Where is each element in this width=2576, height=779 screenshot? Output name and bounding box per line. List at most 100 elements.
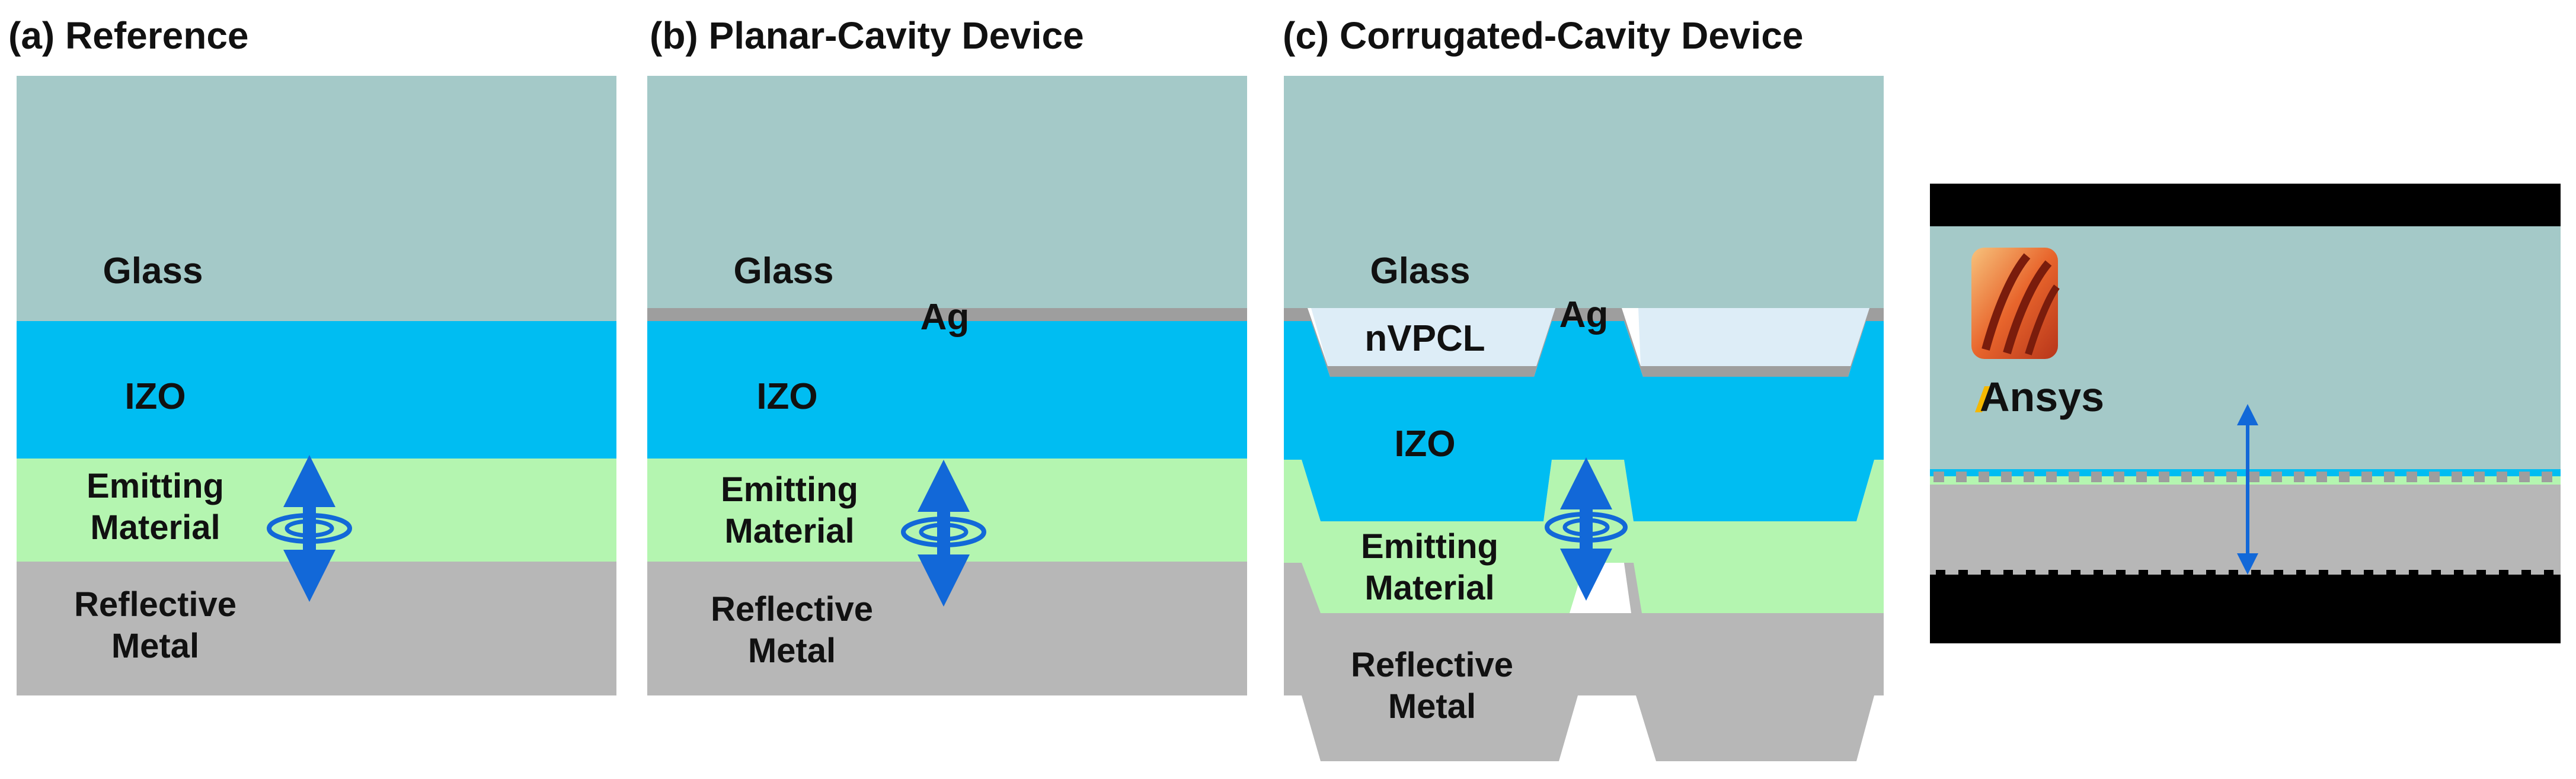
sim-tooth: [2274, 570, 2283, 578]
sim-tooth: [2159, 472, 2169, 482]
emitting-label-1: Emitting: [721, 470, 858, 509]
sim-tooth: [2229, 570, 2238, 578]
panel-b: (b) Planar-Cavity Device Glass Ag IZO Em…: [647, 14, 1247, 695]
sim-tooth: [2294, 472, 2305, 482]
sim-tooth: [2001, 472, 2012, 482]
sim-metal: [1930, 485, 2561, 575]
dipole-icon: [267, 455, 352, 602]
emitting-label-2: Material: [724, 512, 854, 550]
sim-tooth: [2452, 472, 2462, 482]
ag-layer: [647, 308, 1247, 321]
izo-layer: [1284, 321, 1884, 521]
metal-label-1: Reflective: [1351, 646, 1513, 684]
sim-tooth: [2181, 472, 2192, 482]
metal-layer: [1284, 613, 1884, 761]
sim-tooth: [2542, 472, 2552, 482]
glass-layer: [17, 76, 616, 321]
izo-label: IZO: [756, 376, 817, 417]
metal-layer: [647, 562, 1247, 695]
sim-tooth: [2161, 570, 2171, 578]
sim-tooth: [2384, 472, 2395, 482]
sim-tooth: [2361, 472, 2372, 482]
nvpcl-region: [1311, 308, 1555, 366]
sim-tooth: [2069, 472, 2079, 482]
sim-tooth: [2226, 472, 2237, 482]
sim-tooth: [2094, 570, 2103, 578]
glass-layer: [1284, 76, 1884, 308]
metal-label-2: Metal: [748, 631, 836, 670]
emitting-label-2: Material: [90, 508, 220, 547]
sim-corrugation-top: [1933, 472, 2552, 482]
dipole-icon: [901, 460, 986, 607]
sim-tooth: [2139, 570, 2148, 578]
sim-tooth: [2406, 472, 2417, 482]
sim-tooth: [2499, 570, 2508, 578]
izo-layer: [647, 321, 1247, 459]
sim-tooth: [2251, 570, 2261, 578]
sim-tooth: [2091, 472, 2102, 482]
sim-tooth: [2544, 570, 2553, 578]
sim-tooth: [2319, 570, 2328, 578]
metal-label-2: Metal: [111, 627, 199, 665]
sim-tooth: [2071, 570, 2080, 578]
sim-tooth: [2136, 472, 2147, 482]
glass-layer: [647, 76, 1247, 308]
sim-tooth: [1981, 570, 1990, 578]
ag-label: Ag: [921, 297, 970, 338]
sim-tooth: [2339, 472, 2350, 482]
panel-a-title: (a) Reference: [8, 14, 249, 57]
nvpcl-region: [1638, 308, 1869, 366]
sim-tooth: [2048, 570, 2058, 578]
sim-tooth: [2316, 472, 2327, 482]
sim-tooth: [2454, 570, 2463, 578]
panel-c: (c) Corrugated-Cavity Device Glass nVPCL…: [1283, 14, 1884, 761]
sim-tooth: [2046, 472, 2057, 482]
sim-tooth: [2003, 570, 2013, 578]
sim-tooth: [2206, 570, 2216, 578]
sim-tooth: [2409, 570, 2418, 578]
izo-layer: [17, 321, 616, 459]
sim-tooth: [2429, 472, 2440, 482]
sim-tooth: [2249, 472, 2259, 482]
simulation-panel: Ansys: [1930, 184, 2561, 643]
glass-label: Glass: [734, 251, 834, 291]
metal-label-2: Metal: [1388, 687, 1476, 726]
sim-tooth: [2204, 472, 2214, 482]
metal-layer: [17, 562, 616, 695]
izo-label: IZO: [124, 376, 186, 417]
sim-tooth: [2341, 570, 2351, 578]
sim-tooth: [2184, 570, 2193, 578]
sim-tooth: [1958, 570, 1968, 578]
sim-tooth: [2271, 472, 2282, 482]
metal-label-1: Reflective: [74, 585, 236, 624]
sim-tooth: [2519, 472, 2530, 482]
emitting-label-2: Material: [1364, 569, 1494, 607]
sim-tooth: [2116, 570, 2126, 578]
sim-corrugation-bottom: [1936, 570, 2553, 578]
emitting-label-1: Emitting: [87, 467, 224, 505]
sim-tooth: [1933, 472, 1944, 482]
sim-tooth: [2521, 570, 2531, 578]
sim-tooth: [1956, 472, 1967, 482]
glass-label: Glass: [1370, 251, 1471, 291]
sim-tooth: [2364, 570, 2373, 578]
ansys-logo-text: Ansys: [1980, 374, 2104, 420]
izo-label: IZO: [1394, 424, 1455, 464]
glass-label: Glass: [103, 251, 203, 291]
metal-label-1: Reflective: [711, 590, 873, 629]
nvpcl-label: nVPCL: [1364, 318, 1485, 359]
sim-tooth: [1979, 472, 1989, 482]
sim-tooth: [2386, 570, 2396, 578]
panel-c-title: (c) Corrugated-Cavity Device: [1283, 14, 1803, 57]
ansys-logo: Ansys: [1971, 248, 2104, 420]
emitting-label-1: Emitting: [1361, 527, 1498, 566]
panel-b-title: (b) Planar-Cavity Device: [650, 14, 1084, 57]
panel-a: (a) Reference Glass IZO Emitting Materia…: [8, 14, 616, 695]
sim-tooth: [2026, 570, 2035, 578]
ag-label: Ag: [1559, 294, 1609, 335]
dipole-icon: [1545, 457, 1628, 601]
sim-tooth: [2024, 472, 2034, 482]
sim-tooth: [2114, 472, 2124, 482]
